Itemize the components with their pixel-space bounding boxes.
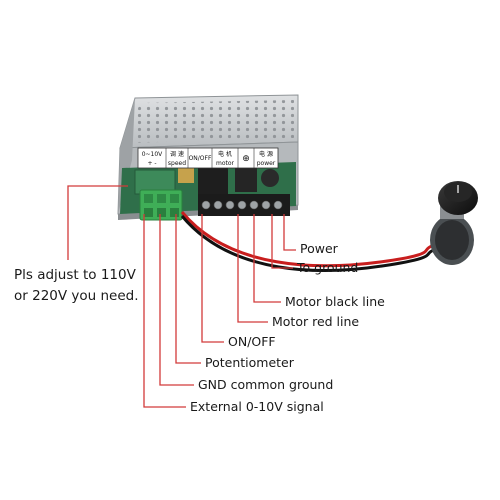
- leader-line: [201, 214, 224, 343]
- callout-power: Power: [300, 241, 338, 256]
- label-strip-cell-4-bottom: motor: [216, 160, 235, 167]
- label-strip-cell-6-top: 电 源: [259, 150, 273, 158]
- leader-lines: [143, 214, 296, 408]
- leader-line: [271, 214, 293, 269]
- leader-line: [237, 214, 268, 323]
- leader-line: [159, 214, 194, 386]
- callout-on-off: ON/OFF: [228, 334, 276, 349]
- callout-to-ground: To ground: [297, 260, 359, 275]
- terminal-screw: [225, 200, 235, 210]
- terminal-screw: [273, 200, 283, 210]
- callout-gnd-common-ground: GND common ground: [198, 377, 334, 392]
- leader-line: [175, 214, 201, 364]
- callout-potentiometer: Potentiometer: [205, 355, 294, 370]
- label-strip-cell-3-top: ON/OFF: [189, 155, 212, 162]
- leader-line: [253, 214, 281, 303]
- label-strip-cell-4-top: 电 机: [218, 150, 232, 158]
- callout-motor-black-line: Motor black line: [285, 294, 385, 309]
- label-strip-cell-2-top: 调 速: [170, 150, 184, 158]
- terminal-screw: [237, 200, 247, 210]
- terminal-screw: [249, 200, 259, 210]
- callout-motor-red-line: Motor red line: [272, 314, 360, 329]
- power-terminal-block: [198, 194, 290, 216]
- motor-wires: [180, 211, 435, 272]
- leader-line: [143, 214, 186, 408]
- callout-external-signal: External 0-10V signal: [190, 399, 324, 414]
- terminal-screw: [213, 200, 223, 210]
- terminal-screw: [201, 200, 211, 210]
- signal-terminal-block: [139, 189, 183, 221]
- label-strip-cell-5-top: ⊕: [242, 154, 250, 164]
- terminal-screw: [261, 200, 271, 210]
- label-strip-cell-1-bottom: + -: [147, 160, 156, 167]
- voltage-note-line-2: or 220V you need.: [14, 288, 139, 304]
- label-strip-cell-1-top: 0~10V: [142, 151, 163, 158]
- label-strip-cell-2-bottom: speed: [168, 160, 186, 167]
- voltage-note-bracket: [67, 185, 128, 260]
- label-strip-cell-6-bottom: power: [257, 160, 276, 167]
- potentiometer-knob: [430, 181, 478, 265]
- label-strip: 0~10V + - 调 速 speed ON/OFF 电 机 motor ⊕ 电…: [137, 147, 279, 169]
- leader-line: [283, 214, 296, 251]
- voltage-note-line-1: Pls adjust to 110V: [14, 267, 136, 283]
